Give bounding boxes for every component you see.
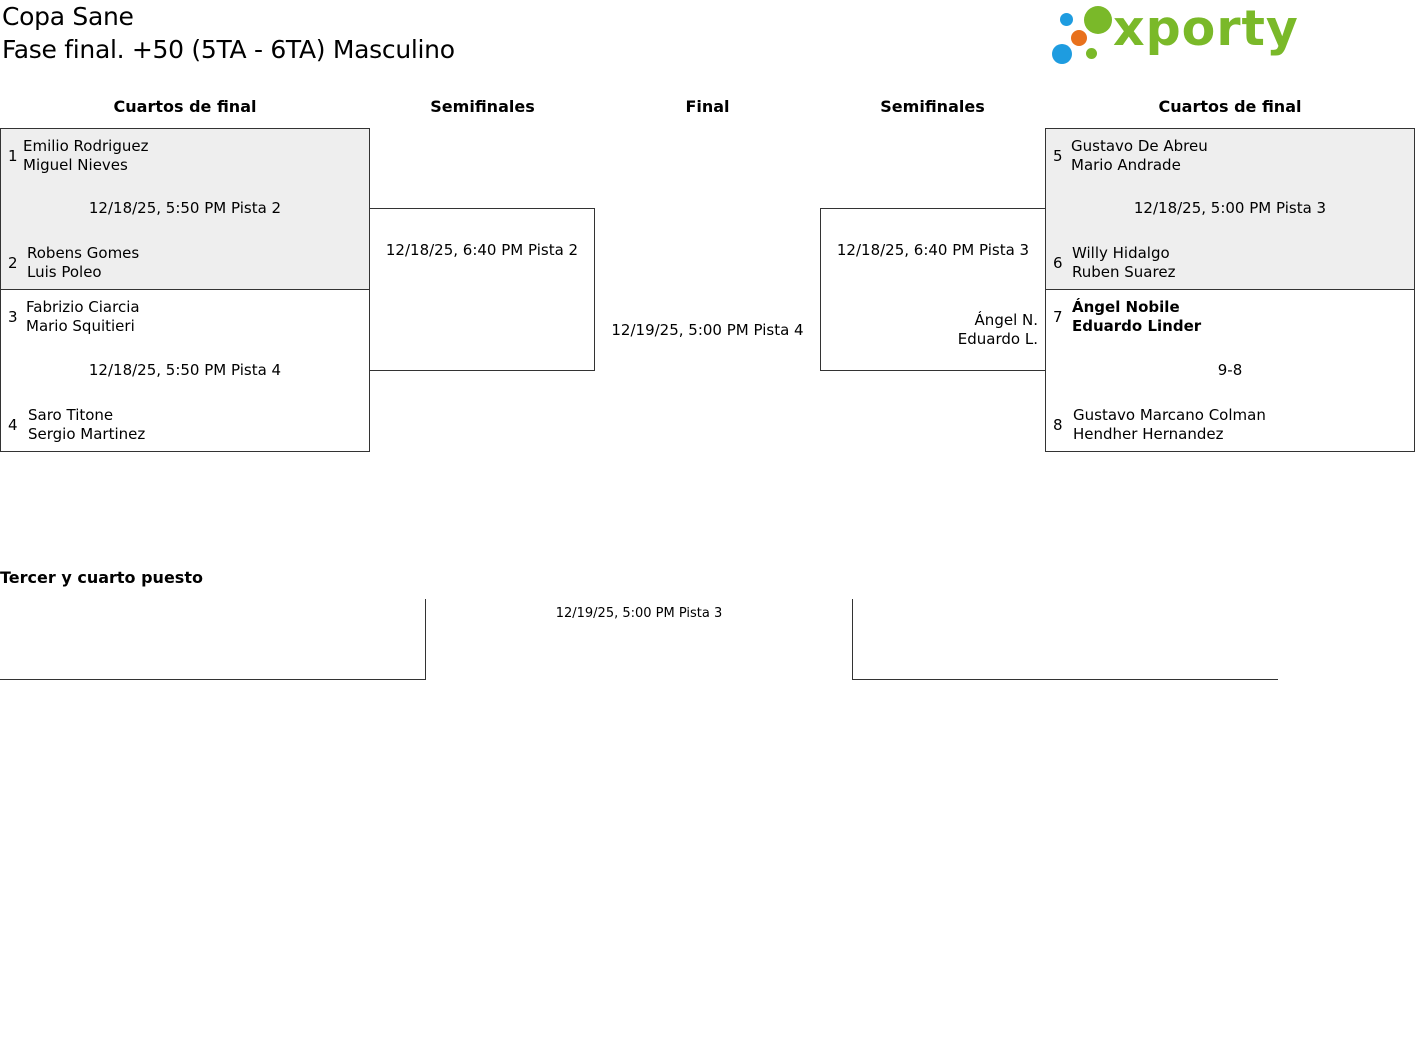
match-quarter-2[interactable]: 3 Fabrizio Ciarcia Mario Squitieri 12/18… — [0, 289, 370, 452]
team-a-players: Emilio Rodriguez Miguel Nieves — [23, 137, 148, 175]
player-name: Ángel N. — [974, 311, 1038, 329]
match-schedule: 12/18/25, 5:50 PM Pista 2 — [88, 199, 282, 217]
player-name: Robens Gomes — [27, 244, 140, 262]
player-name: Fabrizio Ciarcia — [26, 298, 140, 316]
round-header-right-quarter: Cuartos de final — [1158, 97, 1302, 116]
round-header-right-semi: Semifinales — [880, 97, 985, 116]
player-name: Mario Squitieri — [26, 317, 135, 335]
seed-number: 7 — [1053, 308, 1063, 326]
seed-number: 2 — [8, 254, 18, 272]
match-schedule: 12/18/25, 6:40 PM Pista 2 — [385, 241, 579, 259]
match-quarter-3[interactable]: 5 Gustavo De Abreu Mario Andrade 12/18/2… — [1045, 128, 1415, 290]
logo-dot-green-small-icon — [1086, 48, 1097, 59]
bracket-page: Copa Sane Fase final. +50 (5TA - 6TA) Ma… — [0, 0, 1415, 680]
seed-number: 6 — [1053, 254, 1063, 272]
match-schedule: 12/18/25, 5:50 PM Pista 4 — [88, 361, 282, 379]
player-name: Luis Poleo — [27, 263, 102, 281]
team-a-players: Gustavo De Abreu Mario Andrade — [1071, 137, 1208, 175]
tournament-title: Copa Sane — [2, 2, 134, 31]
match-semi-left[interactable]: 12/18/25, 6:40 PM Pista 2 — [369, 208, 595, 371]
match-schedule: 12/18/25, 6:40 PM Pista 3 — [836, 241, 1030, 259]
player-name: Saro Titone — [28, 406, 114, 424]
player-name: Ruben Suarez — [1072, 263, 1176, 281]
seed-number: 1 — [8, 147, 18, 165]
logo-dot-orange-icon — [1071, 30, 1087, 46]
third-place-title: Tercer y cuarto puesto — [0, 568, 203, 587]
match-semi-right[interactable]: 12/18/25, 6:40 PM Pista 3 Ángel N. Eduar… — [820, 208, 1046, 371]
player-name: Gustavo Marcano Colman — [1073, 406, 1266, 424]
logo-text: xporty — [1113, 0, 1299, 57]
player-name: Gustavo De Abreu — [1071, 137, 1208, 155]
player-name: Miguel Nieves — [23, 156, 128, 174]
winner-players: Ángel N. Eduardo L. — [958, 311, 1038, 349]
logo-dot-blue-icon — [1052, 44, 1072, 64]
third-place-slot-left[interactable] — [0, 599, 426, 680]
round-header-final: Final — [685, 97, 730, 116]
player-name: Mario Andrade — [1071, 156, 1181, 174]
phase-title: Fase final. +50 (5TA - 6TA) Masculino — [2, 35, 455, 64]
seed-number: 4 — [8, 416, 18, 434]
seed-number: 3 — [8, 308, 18, 326]
player-name: Willy Hidalgo — [1072, 244, 1170, 262]
match-quarter-1[interactable]: 1 Emilio Rodriguez Miguel Nieves 12/18/2… — [0, 128, 370, 290]
logo-dot-blue-small-icon — [1060, 13, 1073, 26]
logo-dot-green-icon — [1084, 6, 1112, 34]
third-place-schedule: 12/19/25, 5:00 PM Pista 3 — [555, 606, 723, 621]
match-score: 9-8 — [1217, 361, 1243, 379]
xporty-logo[interactable]: xporty — [1050, 0, 1298, 68]
match-quarter-4[interactable]: 7 Ángel Nobile Eduardo Linder 9-8 8 Gust… — [1045, 289, 1415, 452]
round-header-left-semi: Semifinales — [430, 97, 535, 116]
player-name: Hendher Hernandez — [1073, 425, 1224, 443]
final-match-schedule[interactable]: 12/19/25, 5:00 PM Pista 4 — [611, 321, 804, 339]
team-b-players: Robens Gomes Luis Poleo — [27, 244, 139, 282]
third-place-slot-right[interactable] — [852, 599, 1278, 680]
team-a-players-winner: Ángel Nobile Eduardo Linder — [1072, 298, 1201, 336]
team-b-players: Saro Titone Sergio Martinez — [28, 406, 145, 444]
player-name: Ángel Nobile — [1072, 298, 1180, 316]
team-a-players: Fabrizio Ciarcia Mario Squitieri — [26, 298, 140, 336]
match-schedule: 12/18/25, 5:00 PM Pista 3 — [1133, 199, 1327, 217]
team-b-players: Willy Hidalgo Ruben Suarez — [1072, 244, 1175, 282]
player-name: Sergio Martinez — [28, 425, 146, 443]
seed-number: 8 — [1053, 416, 1063, 434]
seed-number: 5 — [1053, 147, 1063, 165]
player-name: Eduardo Linder — [1072, 317, 1202, 335]
team-b-players: Gustavo Marcano Colman Hendher Hernandez — [1073, 406, 1266, 444]
player-name: Eduardo L. — [957, 330, 1038, 348]
round-header-left-quarter: Cuartos de final — [113, 97, 257, 116]
player-name: Emilio Rodriguez — [23, 137, 149, 155]
